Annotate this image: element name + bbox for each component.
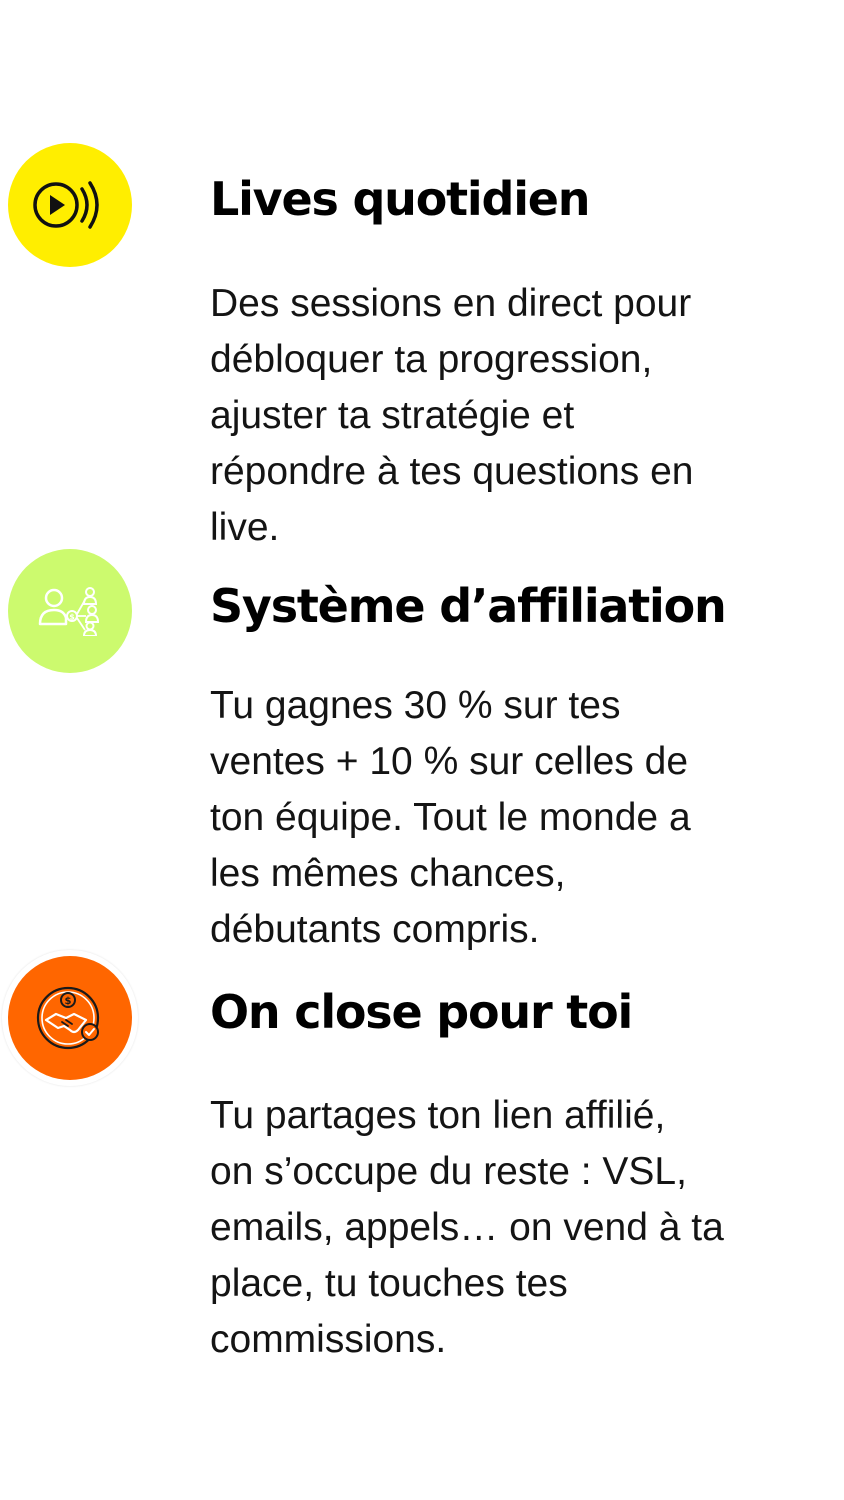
description-line: débutants compris. [210,908,540,951]
svg-text:$: $ [65,996,72,1007]
affiliate-network-icon: $ [38,587,100,636]
description-line: Tu gagnes 30 % sur tes [210,684,621,727]
description-line: emails, appels… on vend à ta [210,1206,724,1249]
live-stream-icon-circle [8,143,132,267]
description-line: Des sessions en direct pour [210,282,692,325]
svg-text:$: $ [69,613,75,622]
handshake-deal-icon-circle: $ [8,956,132,1080]
feature-description: Des sessions en direct pour débloquer ta… [210,276,790,556]
handshake-deal-icon: $ [36,986,100,1050]
feature-title: On close pour toi [210,985,633,1039]
feature-title: Lives quotidien [210,172,591,226]
description-line: live. [210,506,280,549]
description-line: commissions. [210,1318,447,1361]
description-line: débloquer ta progression, [210,338,653,381]
live-stream-icon [33,181,99,229]
feature-description: Tu gagnes 30 % sur tes ventes + 10 % sur… [210,678,790,958]
description-line: répondre à tes questions en [210,450,694,493]
feature-description: Tu partages ton lien affilié, on s’occup… [210,1088,790,1368]
description-line: ventes + 10 % sur celles de [210,740,689,783]
affiliate-network-icon-circle: $ [8,549,132,673]
feature-title: Système d’affiliation [210,579,727,633]
description-line: les mêmes chances, [210,852,566,895]
description-line: Tu partages ton lien affilié, [210,1094,666,1137]
description-line: ton équipe. Tout le monde a [210,796,691,839]
description-line: ajuster ta stratégie et [210,394,575,437]
description-line: on s’occupe du reste : VSL, [210,1150,687,1193]
description-line: place, tu touches tes [210,1262,568,1305]
